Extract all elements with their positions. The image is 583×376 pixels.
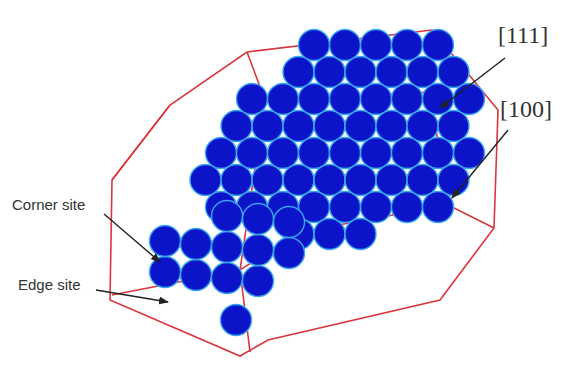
atom bbox=[454, 84, 485, 115]
atom bbox=[376, 165, 407, 196]
atom bbox=[243, 266, 274, 297]
atom bbox=[274, 207, 305, 238]
atom bbox=[330, 30, 361, 61]
leader-arrow bbox=[96, 290, 168, 302]
atom bbox=[423, 138, 454, 169]
atom bbox=[392, 84, 423, 115]
atom bbox=[345, 111, 376, 142]
site-label: Corner site bbox=[12, 196, 85, 213]
atom bbox=[221, 305, 252, 336]
atom bbox=[438, 57, 469, 88]
atom bbox=[345, 165, 376, 196]
atom bbox=[361, 30, 392, 61]
inner-edges bbox=[112, 30, 494, 352]
atom bbox=[376, 111, 407, 142]
atom bbox=[299, 138, 330, 169]
atom bbox=[283, 111, 314, 142]
atom bbox=[221, 165, 252, 196]
atom bbox=[243, 235, 274, 266]
atom bbox=[361, 84, 392, 115]
atom bbox=[150, 257, 181, 288]
atom bbox=[438, 165, 469, 196]
atom bbox=[190, 165, 221, 196]
atom bbox=[237, 84, 268, 115]
atom bbox=[268, 138, 299, 169]
atom bbox=[314, 57, 345, 88]
atom bbox=[423, 192, 454, 223]
atom bbox=[314, 165, 345, 196]
atom bbox=[423, 30, 454, 61]
atom bbox=[299, 30, 330, 61]
atom bbox=[206, 138, 237, 169]
atom bbox=[221, 111, 252, 142]
atom-group bbox=[150, 30, 485, 336]
atom bbox=[283, 57, 314, 88]
atom bbox=[407, 111, 438, 142]
atom bbox=[299, 84, 330, 115]
atom bbox=[392, 138, 423, 169]
leader-arrows bbox=[96, 58, 508, 302]
atom bbox=[376, 57, 407, 88]
atom bbox=[330, 138, 361, 169]
atom bbox=[407, 57, 438, 88]
leader-arrow bbox=[104, 214, 160, 262]
leader-arrow bbox=[440, 58, 505, 108]
atom bbox=[407, 165, 438, 196]
miller-index: [111] bbox=[498, 22, 548, 49]
atom bbox=[314, 111, 345, 142]
site-label: Edge site bbox=[18, 276, 81, 293]
atom bbox=[181, 260, 212, 291]
atom bbox=[392, 30, 423, 61]
atom bbox=[314, 219, 345, 250]
atom bbox=[330, 192, 361, 223]
atom bbox=[237, 138, 268, 169]
leader-arrow bbox=[452, 130, 508, 198]
atom bbox=[212, 232, 243, 263]
atom bbox=[438, 111, 469, 142]
polyhedron-outline bbox=[110, 30, 498, 356]
atom bbox=[181, 229, 212, 260]
outer-outline bbox=[110, 30, 498, 356]
miller-index: [100] bbox=[500, 96, 552, 123]
atom bbox=[252, 165, 283, 196]
atom bbox=[345, 57, 376, 88]
atom bbox=[252, 111, 283, 142]
atom bbox=[268, 84, 299, 115]
atom bbox=[283, 165, 314, 196]
atom bbox=[345, 219, 376, 250]
atom bbox=[150, 226, 181, 257]
atom bbox=[243, 204, 274, 235]
atom bbox=[274, 238, 305, 269]
atom bbox=[423, 84, 454, 115]
atom bbox=[361, 192, 392, 223]
atom bbox=[212, 201, 243, 232]
atom bbox=[361, 138, 392, 169]
atom bbox=[212, 263, 243, 294]
atom bbox=[330, 84, 361, 115]
atom bbox=[392, 192, 423, 223]
